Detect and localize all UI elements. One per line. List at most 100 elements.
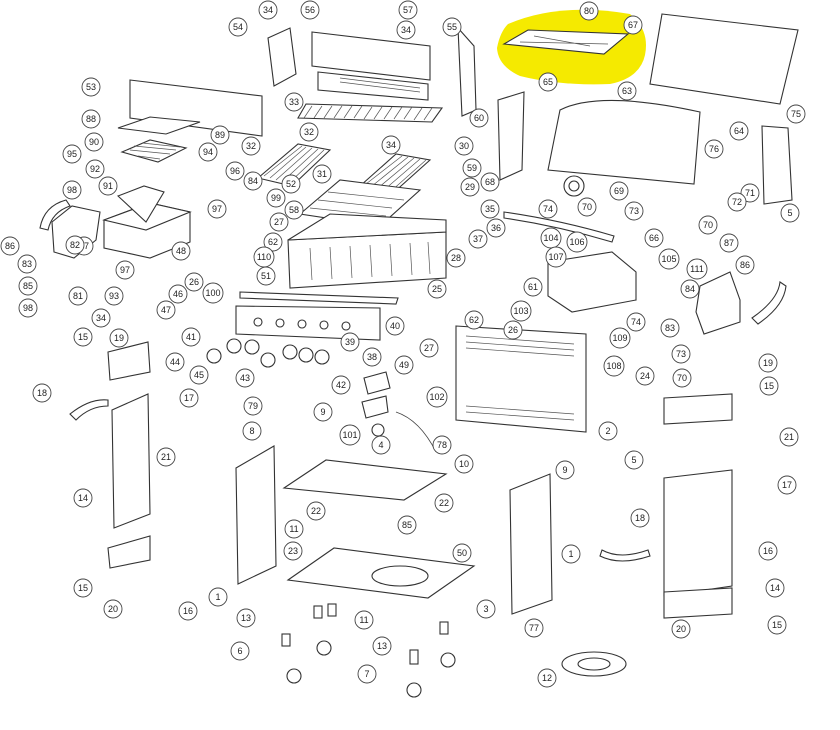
- callout-number: 22: [439, 498, 449, 508]
- callout-number: 51: [261, 271, 271, 281]
- callout-circle: [779, 427, 799, 447]
- callout-10: 10: [454, 454, 474, 474]
- callout-number: 27: [274, 217, 284, 227]
- callout-111: 111: [686, 258, 708, 280]
- callout-16: 16: [758, 541, 778, 561]
- callout-number: 41: [186, 332, 196, 342]
- callout-36: 36: [486, 218, 506, 238]
- callout-circle: [486, 218, 506, 238]
- callout-19: 19: [758, 353, 778, 373]
- callout-number: 36: [491, 223, 501, 233]
- hood-left-endcap: [497, 91, 525, 181]
- control-panel: [235, 305, 381, 341]
- callout-number: 18: [37, 388, 47, 398]
- callout-number: 101: [342, 430, 357, 440]
- callout-circle: [623, 15, 643, 35]
- callout-circle: [104, 286, 124, 306]
- callout-number: 46: [173, 289, 183, 299]
- callout-circle: [432, 435, 452, 455]
- callout-circle: [371, 435, 391, 455]
- callout-number: 86: [5, 241, 15, 251]
- callout-circle: [300, 0, 320, 20]
- callout-number: 110: [257, 252, 271, 262]
- callout-circle: [480, 199, 500, 219]
- callout-circle: [65, 235, 85, 255]
- callout-12: 12: [537, 668, 557, 688]
- callout-circle: [658, 248, 680, 270]
- callout-number: 88: [86, 114, 96, 124]
- callout-number: 109: [612, 333, 627, 343]
- callout-circle: [340, 332, 360, 352]
- callout-103: 103: [510, 300, 532, 322]
- callout-circle: [189, 365, 209, 385]
- callout-45: 45: [189, 365, 209, 385]
- callout-86: 86: [0, 236, 20, 256]
- callout-4: 4: [371, 435, 391, 455]
- callout-number: 12: [542, 673, 552, 683]
- callout-circle: [767, 615, 787, 635]
- callout-number: 81: [73, 291, 83, 301]
- left-side-handle: [39, 199, 71, 231]
- callout-73: 73: [624, 201, 644, 221]
- callout-1: 1: [208, 587, 228, 607]
- callout-68: 68: [480, 172, 500, 192]
- callout-circle: [243, 396, 263, 416]
- callout-1: 1: [561, 544, 581, 564]
- callout-circle: [476, 599, 496, 619]
- callout-circle: [85, 159, 105, 179]
- callout-number: 21: [784, 432, 794, 442]
- callout-73: 73: [671, 344, 691, 364]
- callout-62: 62: [263, 232, 283, 252]
- callout-63: 63: [617, 81, 637, 101]
- callout-circle: [236, 608, 256, 628]
- callout-number: 70: [582, 202, 592, 212]
- callout-circle: [538, 72, 558, 92]
- left-trim-bottom: [107, 535, 151, 569]
- callout-number: 20: [108, 604, 118, 614]
- callout-number: 83: [22, 259, 32, 269]
- callout-98: 98: [18, 298, 38, 318]
- callout-9: 9: [555, 460, 575, 480]
- callout-number: 2: [605, 426, 610, 436]
- callout-72: 72: [727, 192, 747, 212]
- callout-number: 44: [170, 357, 180, 367]
- callout-number: 96: [230, 166, 240, 176]
- callout-circle: [73, 578, 93, 598]
- callout-number: 103: [513, 306, 528, 316]
- callout-number: 69: [614, 186, 624, 196]
- side-burner-grate: [120, 139, 188, 163]
- callout-32: 32: [299, 122, 319, 142]
- callout-circle: [740, 183, 760, 203]
- callout-11: 11: [354, 610, 374, 630]
- callout-circle: [181, 327, 201, 347]
- callout-number: 84: [248, 176, 258, 186]
- left-cabinet-side: [235, 445, 277, 585]
- callout-circle: [462, 158, 482, 178]
- callout-97: 97: [115, 260, 135, 280]
- callout-82: 82: [65, 235, 85, 255]
- callout-number: 70: [677, 373, 687, 383]
- callout-number: 49: [399, 360, 409, 370]
- callout-circle: [198, 142, 218, 162]
- callout-number: 22: [311, 506, 321, 516]
- callout-number: 6: [237, 646, 242, 656]
- callout-106: 106: [566, 231, 588, 253]
- callout-47: 47: [156, 300, 176, 320]
- callout-49: 49: [394, 355, 414, 375]
- callout-circle: [62, 144, 82, 164]
- callout-number: 97: [120, 265, 130, 275]
- callout-19: 19: [109, 328, 129, 348]
- callout-circle: [18, 298, 38, 318]
- callout-circle: [397, 515, 417, 535]
- callout-number: 97: [212, 204, 222, 214]
- callout-99: 99: [266, 188, 286, 208]
- callout-38: 38: [362, 347, 382, 367]
- callout-circle: [729, 121, 749, 141]
- thermometer: [563, 175, 585, 197]
- callout-number: 17: [782, 480, 792, 490]
- callout-number: 111: [690, 264, 704, 274]
- callout-number: 14: [78, 493, 88, 503]
- callout-number: 62: [268, 237, 278, 247]
- callout-number: 24: [640, 371, 650, 381]
